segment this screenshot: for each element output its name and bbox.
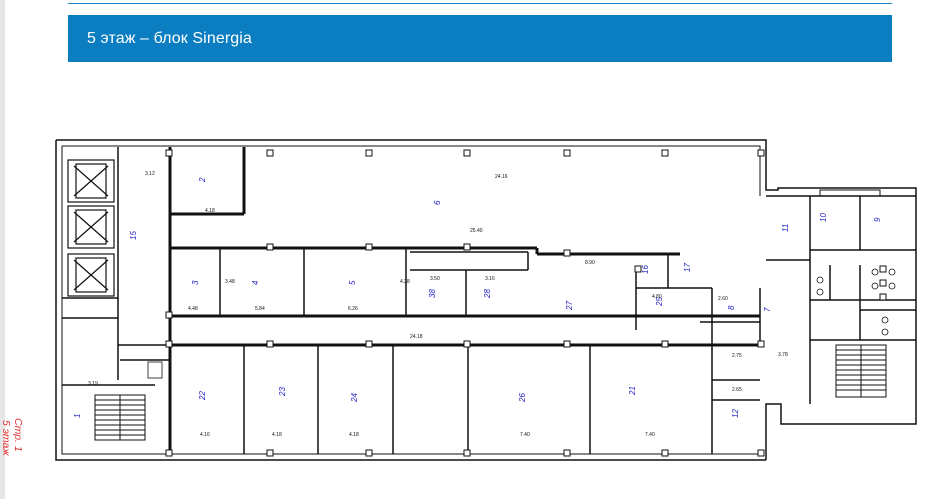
dimension-label: 3.16 [485,276,495,282]
room-label: 3 [191,280,200,285]
dimension-label: 2.75 [732,353,742,359]
room-label: 10 [819,213,828,222]
room-label: 12 [731,409,740,418]
room-label: 16 [641,265,650,274]
corridor-walls [168,147,760,454]
outer-wall-west-south [55,140,766,461]
room-label: 17 [683,263,692,272]
dimension-label: 4.18 [205,208,215,214]
room-label: 23 [278,387,287,397]
dimension-label: 24.16 [495,174,508,180]
top-rule [68,3,892,4]
annotation-floor: 5 этаж [0,420,12,456]
slide-title: 5 этаж – блок Sinergia [87,29,252,47]
dimension-label: 25.40 [470,228,483,234]
room-label: 8 [727,305,736,310]
inner-wall-north [62,145,761,196]
room-labels: 6 15 3 5 4 2 38 28 27 16 25 21 22 23 24 … [73,177,882,418]
room-label: 21 [628,386,637,396]
dimension-label: 5.84 [255,306,265,312]
room-label: 6 [433,200,442,205]
dimension-label: 3.12 [145,171,155,177]
dimension-label: 4.16 [200,432,210,438]
outer-wall-north [56,139,917,197]
dimension-label: 4.28 [400,279,410,285]
room-label: 38 [428,289,437,298]
slide-header: 5 этаж – блок Sinergia [68,15,892,62]
room-partitions [62,147,916,454]
room-label: 7 [763,307,772,312]
room-label: 25 [655,297,664,307]
dimension-label: 2.65 [732,387,742,393]
stairwells [94,189,887,441]
room-label: 2 [198,177,207,183]
dimension-label: 4.80 [652,294,662,300]
room-label: 24 [350,393,359,403]
room-label: 11 [781,224,790,232]
room-label: 28 [483,289,492,299]
dimension-label: 3.19 [88,381,98,387]
outer-walls [55,139,917,461]
dimension-label: 7.40 [645,432,655,438]
dimension-label: 3.50 [430,276,440,282]
annotation-page: Стр. 1 [12,418,24,452]
dimension-label: 6.26 [348,306,358,312]
room-label: 15 [129,231,138,240]
dimension-label: 4.18 [272,432,282,438]
dimension-label: 24.18 [410,334,423,340]
room-label: 4 [251,280,260,285]
dimension-label: 8.90 [585,260,595,266]
sanitary-fixtures [147,268,896,379]
room-label: 27 [565,301,574,311]
dimension-label: 2.60 [718,296,728,302]
room-label: 1 [73,414,82,418]
elevator-shafts [67,159,115,297]
dimension-label: 7.40 [520,432,530,438]
dimension-label: 3.48 [225,279,235,285]
room-label: 26 [518,393,527,403]
dimension-labels: 4.18 24.16 25.40 4.48 3.12 3.48 4.28 5.8… [88,171,788,438]
room-label: 22 [198,391,207,401]
outer-wall-east [765,197,917,460]
dimension-label: 3.78 [778,352,788,358]
room-label: 9 [873,217,882,222]
dimension-label: 4.48 [188,306,198,312]
left-edge-strip [0,0,5,499]
columns [165,149,887,457]
page-annotation: Стр. 1 5 этаж [0,418,34,466]
inner-wall-west-south [61,146,760,455]
room-label: 5 [348,280,357,285]
dimension-label: 4.18 [349,432,359,438]
